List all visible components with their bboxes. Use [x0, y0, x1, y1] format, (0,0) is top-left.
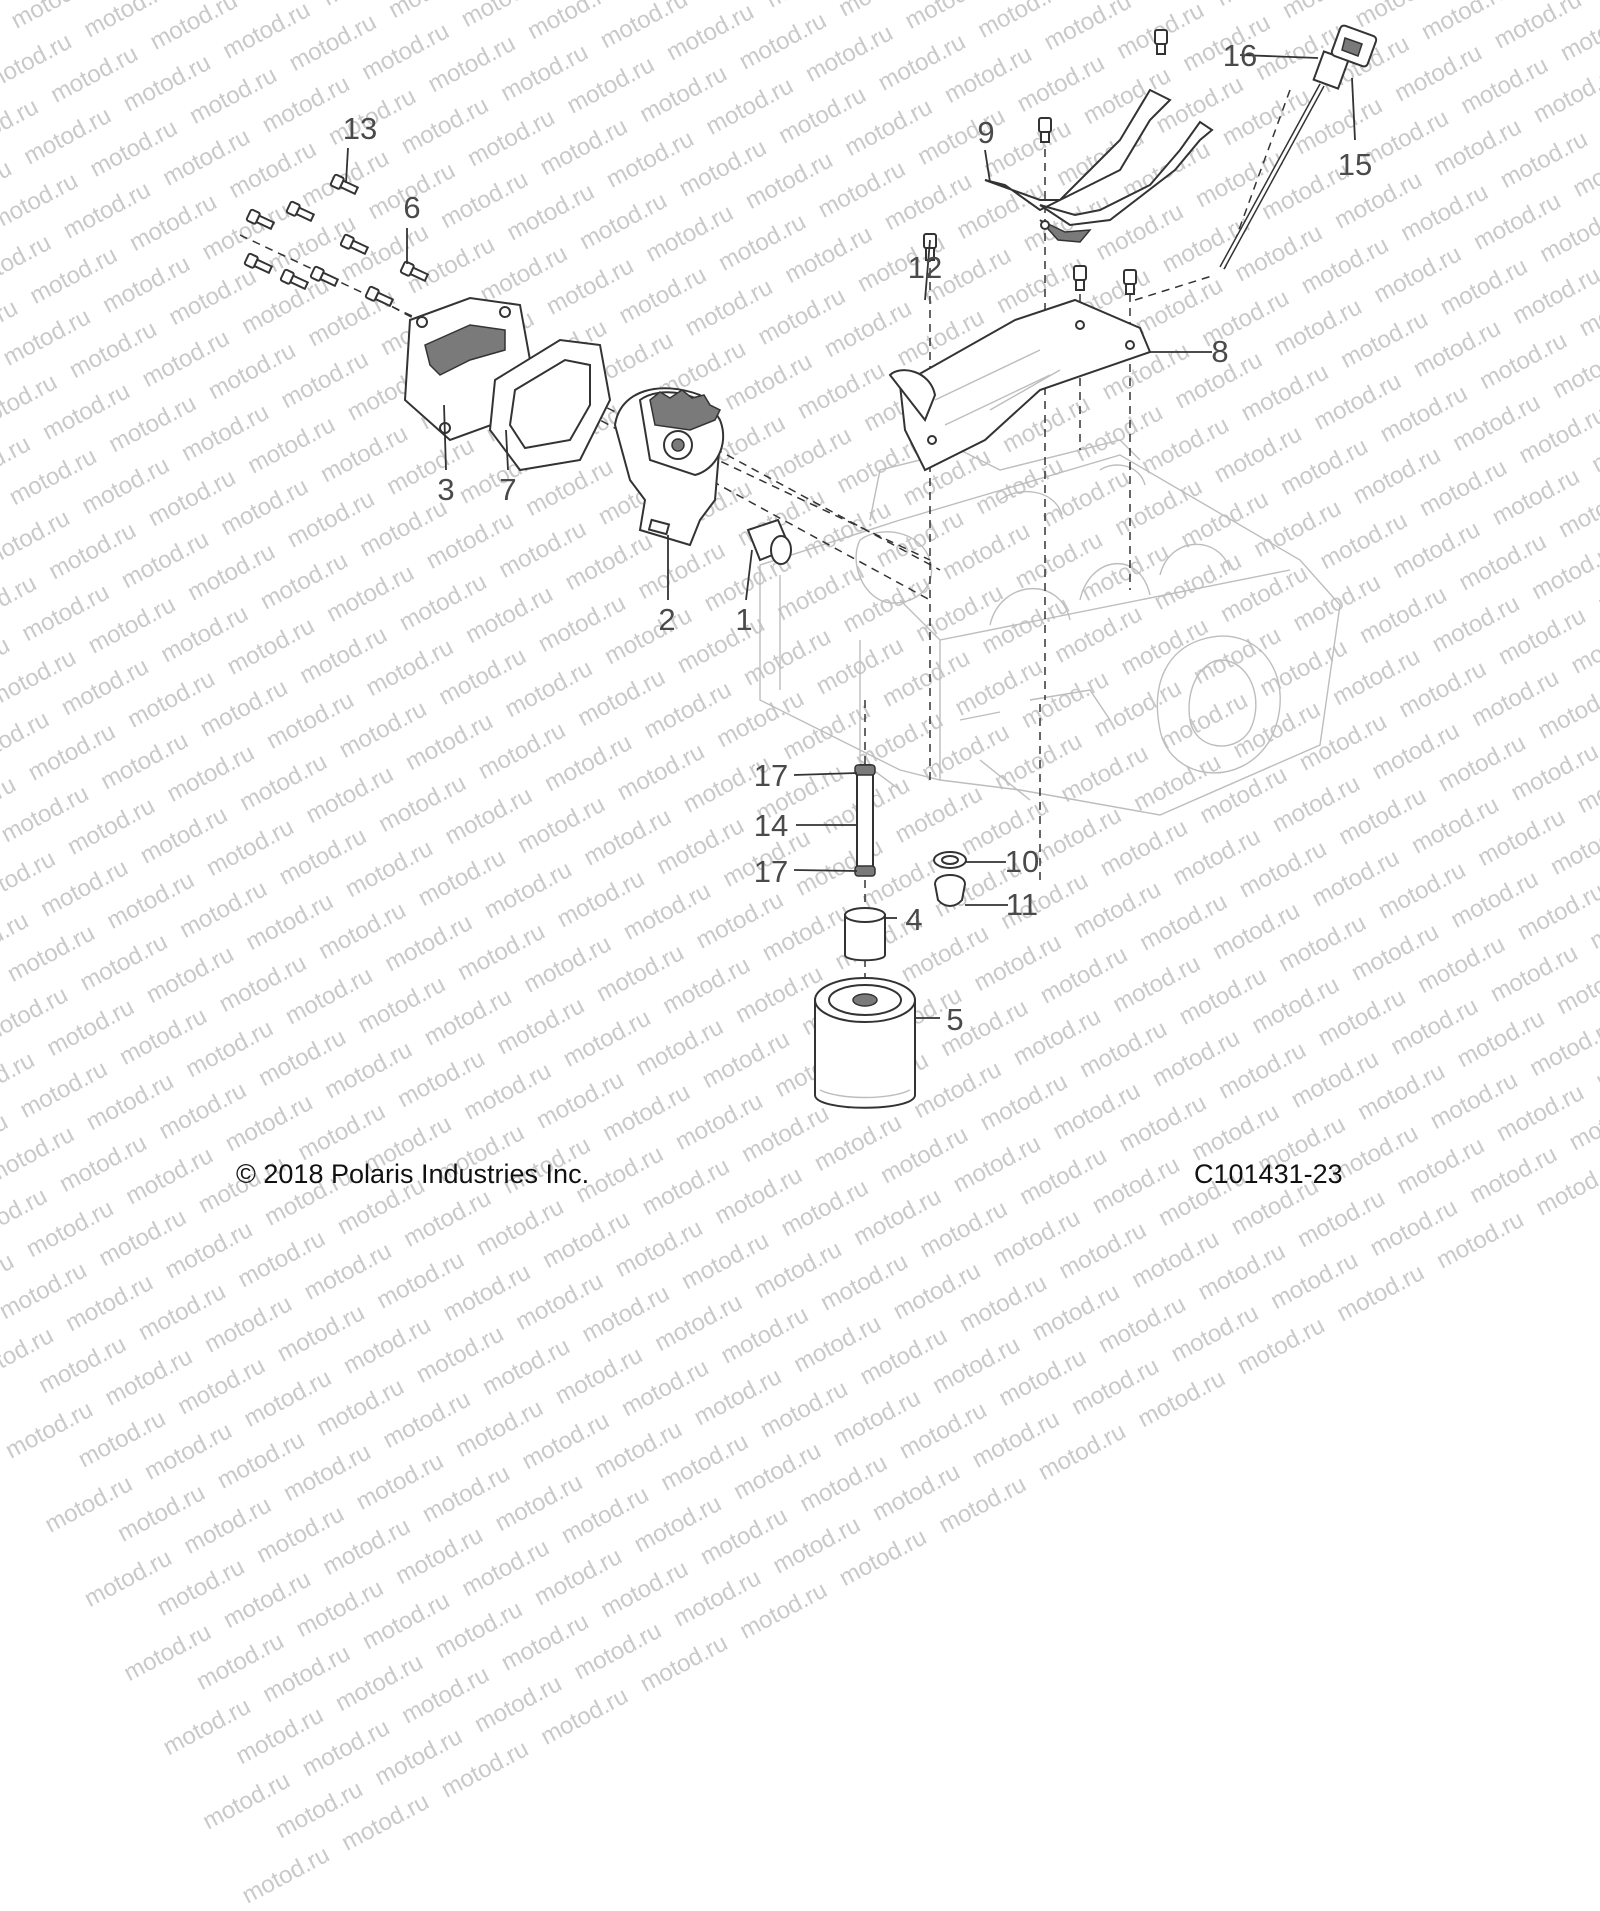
copyright-notice: © 2018 Polaris Industries Inc.	[236, 1159, 590, 1189]
filter-adapter	[844, 907, 886, 962]
callout-4: 4	[905, 902, 922, 937]
dipstick	[1219, 24, 1378, 270]
callout-14: 14	[754, 808, 788, 843]
callout-15: 15	[1338, 147, 1372, 182]
callout-17-bottom: 17	[754, 854, 788, 889]
callout-13: 13	[343, 111, 377, 146]
callout-leader-lines	[345, 54, 1356, 1019]
strainer-bracket	[984, 88, 1214, 243]
callout-3: 3	[437, 472, 454, 507]
callout-16: 16	[1223, 38, 1257, 73]
callout-2: 2	[658, 602, 675, 637]
pickup-tube	[854, 764, 876, 877]
drain-washer-and-plug	[933, 851, 967, 907]
callout-17-top: 17	[754, 758, 788, 793]
engine-block	[759, 439, 1341, 816]
oil-baffle-plate	[888, 298, 1152, 472]
callout-11: 11	[1006, 887, 1038, 922]
pump-gasket	[488, 338, 612, 472]
figure-identifier: C101431-23	[1194, 1159, 1343, 1189]
callout-9: 9	[977, 115, 994, 150]
callout-7: 7	[499, 472, 516, 507]
exploded-parts-diagram: 1 2 3 4 5 6 7 8 9 10 11 12 13 14 15 16 1…	[239, 24, 1378, 1109]
callout-12: 12	[908, 250, 942, 285]
callout-8: 8	[1211, 334, 1228, 369]
callout-1: 1	[735, 602, 752, 637]
callout-labels: 1 2 3 4 5 6 7 8 9 10 11 12 13 14 15 16 1…	[343, 38, 1372, 1037]
oil-pump-assembly	[613, 387, 725, 547]
oil-filter	[814, 977, 916, 1109]
callout-6: 6	[403, 190, 420, 225]
cover-bolt-set	[243, 173, 430, 308]
callout-10: 10	[1005, 844, 1039, 879]
pump-fitting	[746, 518, 792, 565]
baffle-bolts	[923, 29, 1168, 295]
callout-5: 5	[946, 1002, 963, 1037]
